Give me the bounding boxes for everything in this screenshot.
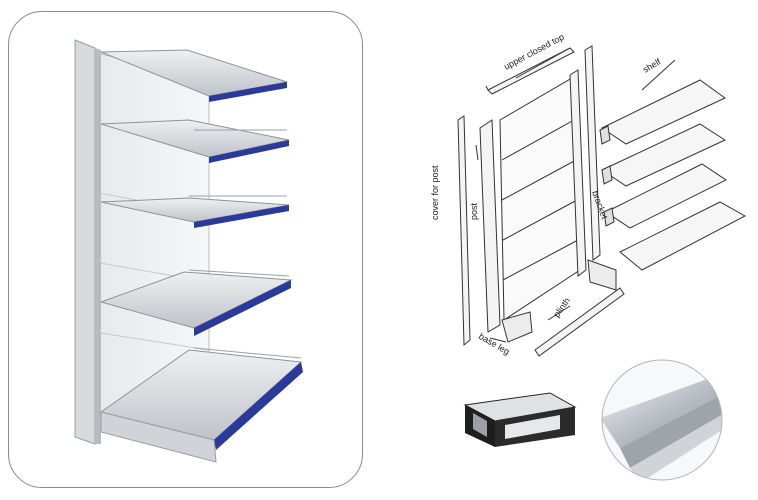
shelf-part-4: [619, 201, 747, 271]
label-post: post: [469, 202, 479, 220]
leader-base-leg: [489, 337, 507, 343]
label-upper-closed-top: upper closed top: [502, 32, 565, 72]
upright-post: [74, 39, 96, 445]
shelving-unit-photo: [8, 11, 363, 488]
leader-plinth: [547, 305, 571, 321]
shelf-part-3: [605, 163, 727, 229]
post-part: [479, 119, 501, 333]
leader-post: [475, 144, 479, 161]
leader-upper-closed-top: [515, 47, 571, 79]
label-cover-for-post: cover for post: [430, 165, 440, 220]
bracket-part: [599, 125, 611, 145]
shelf-edge-closeup-inset: [600, 358, 725, 483]
cover-for-post-part: [457, 115, 471, 347]
base-leg-part: [501, 311, 533, 343]
shelf-2: [100, 119, 290, 163]
leader-shelf: [641, 59, 676, 91]
shelf-part-2: [600, 123, 727, 187]
exploded-parts-diagram: upper closed top shelf bracket cover for…: [420, 20, 755, 365]
upper-closed-top-part: [487, 47, 575, 95]
label-shelf: shelf: [641, 56, 663, 74]
shelf-3: [100, 195, 290, 228]
shelf-1: [100, 49, 288, 102]
label-plinth: plinth: [551, 296, 572, 319]
plinth-part: [534, 287, 625, 357]
profile-section-inset: [455, 385, 590, 460]
shelf-5-base: [99, 347, 303, 463]
shelf-4: [99, 269, 293, 336]
shelf-part-1: [600, 79, 726, 145]
back-frame-part: [499, 77, 581, 321]
